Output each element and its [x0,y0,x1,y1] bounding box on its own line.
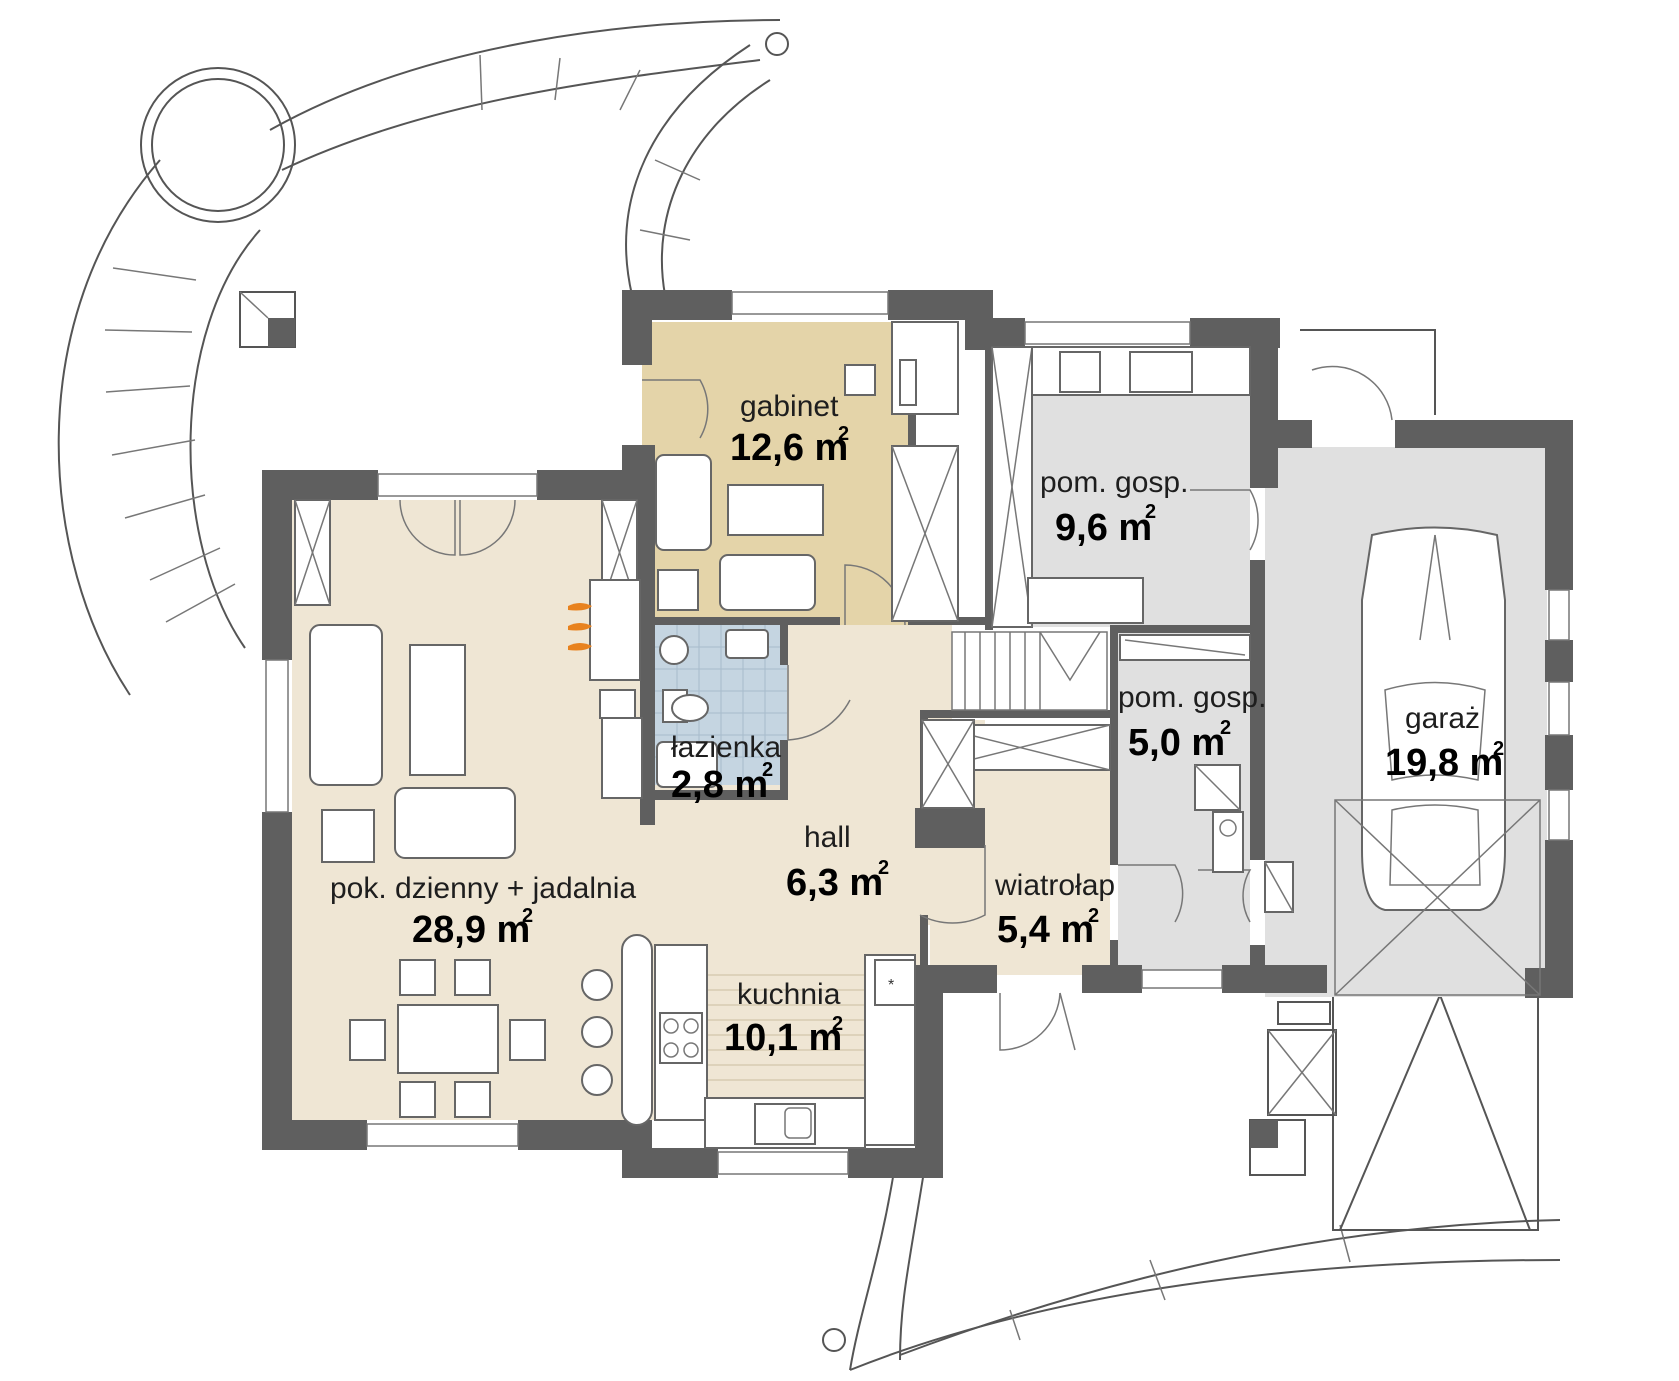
windows [265,291,1570,1175]
svg-text:2: 2 [1220,717,1231,739]
living-furniture [294,499,653,1126]
study-furniture [655,321,959,622]
label-gabinet: gabinet 12,6 m 2 [730,390,849,469]
svg-text:pok. dzienny + jadalnia: pok. dzienny + jadalnia [330,872,636,905]
bathroom-fixtures [656,629,769,788]
utility-furniture [921,346,1294,913]
fireplace-icon [568,603,592,651]
terrace-top [57,19,789,696]
svg-text:pom. gosp.: pom. gosp. [1040,466,1188,499]
svg-text:gabinet: gabinet [740,390,839,423]
svg-text:28,9 m: 28,9 m [412,909,530,951]
fireplace [589,579,641,681]
label-salon: pok. dzienny + jadalnia 28,9 m 2 [330,872,636,951]
svg-text:9,6 m: 9,6 m [1055,507,1152,549]
svg-text:5,4 m: 5,4 m [997,909,1094,951]
svg-text:19,8 m: 19,8 m [1385,742,1503,784]
stove-icon [659,1012,703,1064]
kitchen-furniture: * [654,944,916,1149]
label-lazienka: łazienka 2,8 m 2 [671,731,781,806]
sofa-bottom [394,787,516,859]
svg-text:pom. gosp.: pom. gosp. [1118,681,1266,714]
svg-text:kuchnia: kuchnia [737,978,841,1011]
label-hall: hall 6,3 m 2 [786,821,889,904]
svg-text:łazienka: łazienka [671,731,781,764]
kitchen-floor-stripes [705,962,865,1097]
svg-text:2: 2 [1145,501,1156,523]
svg-text:2: 2 [832,1013,843,1035]
coffee-table [409,644,466,776]
sink-icon [754,1103,816,1145]
svg-text:garaż: garaż [1405,702,1480,735]
svg-text:2: 2 [762,759,773,781]
svg-text:2: 2 [878,857,889,879]
sofa-left [309,624,383,786]
svg-text:6,3 m: 6,3 m [786,862,883,904]
svg-text:2: 2 [522,905,533,927]
round-planter [140,67,296,223]
svg-text:2,8 m: 2,8 m [671,764,768,806]
dining-table [397,1004,499,1074]
label-pom-gosp-1: pom. gosp. 9,6 m 2 [1040,466,1188,549]
svg-text:2: 2 [1088,905,1099,927]
car-icon [1334,526,1541,996]
label-kuchnia: kuchnia 10,1 m 2 [724,978,843,1059]
label-pom-gosp-2: pom. gosp. 5,0 m 2 [1118,681,1266,764]
terrace-bottom [822,329,1561,1371]
stairs [951,631,1108,711]
svg-text:*: * [888,977,894,994]
room-labels: gabinet 12,6 m 2 pok. dzienny + jadalnia… [330,390,1504,1059]
svg-text:2: 2 [1493,738,1504,760]
toilet-icon [662,689,709,723]
svg-text:wiatrołap: wiatrołap [994,869,1115,902]
svg-text:5,0 m: 5,0 m [1128,722,1225,764]
svg-text:hall: hall [804,821,851,854]
svg-text:2: 2 [838,423,849,445]
label-wiatrolap: wiatrołap 5,4 m 2 [994,869,1115,951]
svg-text:12,6 m: 12,6 m [730,427,848,469]
svg-text:10,1 m: 10,1 m [724,1017,842,1059]
label-garaz: garaż 19,8 m 2 [1385,702,1504,784]
